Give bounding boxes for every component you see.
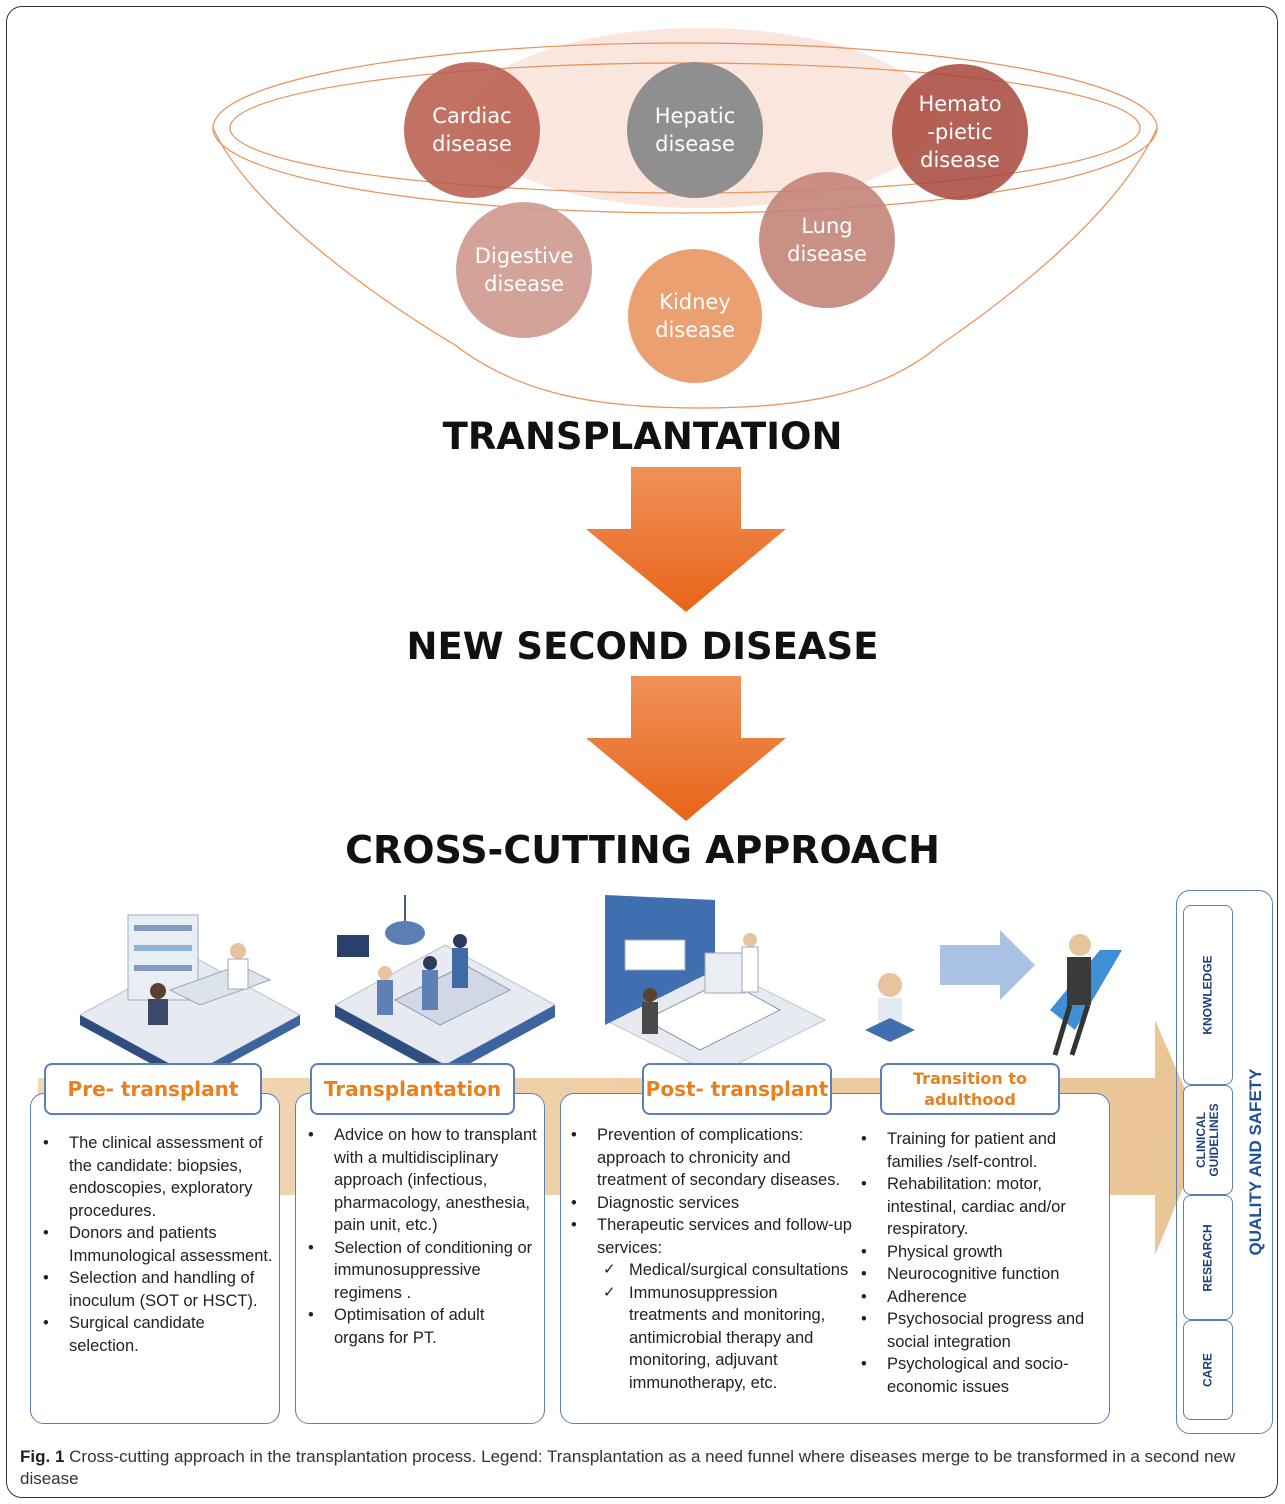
quality-safety-panel: [1176, 890, 1273, 1434]
list-item: Therapeutic services and follow-up servi…: [571, 1214, 857, 1259]
list-item: Adherence: [861, 1286, 1102, 1309]
figure-caption: Fig. 1 Cross-cutting approach in the tra…: [20, 1446, 1265, 1490]
list-item: Selection and handling of inoculum (SOT …: [43, 1267, 274, 1312]
pillar-label: CARE: [1200, 1352, 1215, 1388]
heading-transplantation: TRANSPLANTATION: [442, 415, 843, 458]
list-item: Surgical candidate selection.: [43, 1312, 274, 1357]
list-item: The clinical assessment of the candidate…: [43, 1132, 274, 1222]
stage-box-transplantation: Advice on how to transplant with a multi…: [295, 1093, 545, 1424]
stage-label-post-transplant: Post- transplant: [642, 1063, 832, 1115]
list-item: Selection of conditioning or immunosuppr…: [308, 1237, 539, 1305]
list-item-check: Medical/surgical consultations: [603, 1259, 857, 1282]
stage-label-transplantation: Transplantation: [310, 1063, 515, 1115]
pillar-label: KNOWLEDGE: [1200, 955, 1215, 1035]
list-item: Neurocognitive function: [861, 1263, 1102, 1286]
caption-label: Fig. 1: [20, 1447, 65, 1466]
list-item: Advice on how to transplant with a multi…: [308, 1124, 539, 1237]
stage-items-post-transplant: Prevention of complications: approach to…: [571, 1124, 857, 1395]
disease-kidney: Kidney disease: [628, 249, 762, 383]
down-arrow-icon: [586, 676, 786, 821]
list-item-check: Immunosuppression treatments and monitor…: [603, 1282, 857, 1395]
figure-frame: [6, 6, 1278, 1498]
post-transplant-illustration-icon: [603, 895, 827, 1076]
pillar-care: CARE: [1183, 1320, 1233, 1420]
disease-cardiac: Cardiac disease: [404, 62, 540, 198]
pre-transplant-illustration-icon: [78, 914, 302, 1085]
pillar-label: CLINICAL GUIDELINES: [1194, 1103, 1221, 1177]
stage-box-pre-transplant: The clinical assessment of the candidate…: [30, 1093, 280, 1424]
list-item: Donors and patients Immunological assess…: [43, 1222, 274, 1267]
stage-items-transplantation: Advice on how to transplant with a multi…: [308, 1124, 539, 1349]
stage-items-transition: Training for patient and families /self-…: [861, 1128, 1102, 1398]
disease-hepatic: Hepatic disease: [627, 62, 763, 198]
heading-cross-cutting-approach: CROSS-CUTTING APPROACH: [345, 828, 940, 872]
list-item: Psychosocial progress and social integra…: [861, 1308, 1102, 1353]
disease-digestive: Digestive disease: [456, 202, 592, 338]
caption-text: Cross-cutting approach in the transplant…: [20, 1447, 1236, 1488]
down-arrow-icon: [586, 467, 786, 612]
stage-items-pre-transplant: The clinical assessment of the candidate…: [43, 1132, 274, 1357]
pillar-clinical-guidelines: CLINICAL GUIDELINES: [1183, 1085, 1233, 1195]
list-item: Optimisation of adult organs for PT.: [308, 1304, 539, 1349]
pillar-label: RESEARCH: [1200, 1223, 1215, 1292]
list-item: Training for patient and families /self-…: [861, 1128, 1102, 1173]
funnel-body: [212, 127, 1158, 409]
list-item: Psychological and socio-economic issues: [861, 1353, 1102, 1398]
heading-new-second-disease: NEW SECOND DISEASE: [406, 625, 879, 668]
list-item: Diagnostic services: [571, 1192, 857, 1215]
list-item: Physical growth: [861, 1241, 1102, 1264]
pillar-knowledge: KNOWLEDGE: [1183, 905, 1233, 1085]
stage-box-post-transplant: Prevention of complications: approach to…: [560, 1093, 1110, 1424]
transition-illustration-icon: [865, 930, 1122, 1056]
list-item: Prevention of complications: approach to…: [571, 1124, 857, 1192]
disease-hematopoietic: Hemato -pietic disease: [892, 64, 1028, 200]
funnel-rim-outer: [212, 42, 1158, 214]
disease-lung: Lung disease: [759, 172, 895, 308]
transplantation-illustration-icon: [333, 895, 557, 1077]
stage-label-transition: Transition to adulthood: [880, 1063, 1060, 1115]
stage-label-pre-transplant: Pre- transplant: [44, 1063, 262, 1115]
quality-safety-title: QUALITY AND SAFETY: [1246, 1068, 1265, 1256]
list-item: Rehabilitation: motor, intestinal, cardi…: [861, 1173, 1102, 1241]
pillar-research: RESEARCH: [1183, 1195, 1233, 1320]
